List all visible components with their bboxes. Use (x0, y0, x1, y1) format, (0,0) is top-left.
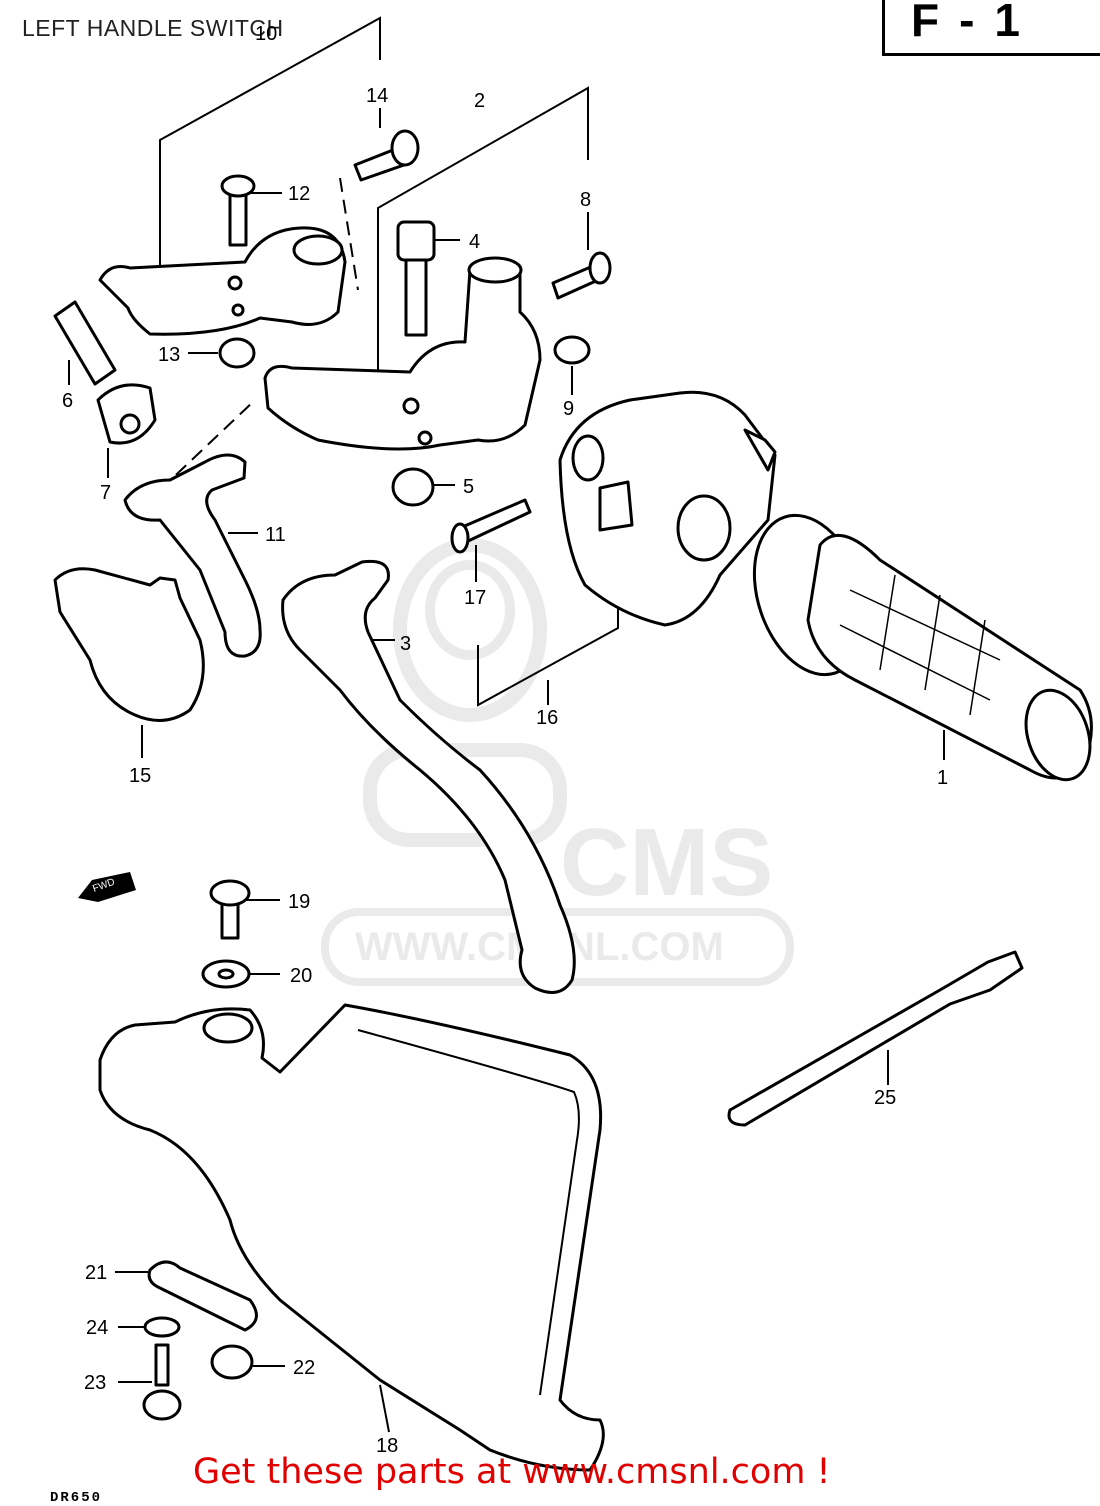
hand-guard (98, 1003, 605, 1472)
callout-1: 1 (937, 767, 948, 789)
callout-2: 2 (474, 90, 485, 112)
callout-11: 11 (265, 524, 286, 546)
watermark-brand: CMS (560, 809, 773, 916)
callout-18: 18 (376, 1435, 398, 1457)
figure-code-plate: F-1 (882, 0, 1100, 56)
brake-lever (281, 559, 576, 994)
callout-9: 9 (563, 398, 574, 420)
callout-14: 14 (366, 85, 388, 107)
forward-arrow-icon: FWD (78, 872, 136, 902)
callout-20: 20 (290, 965, 312, 987)
callout-6: 6 (62, 390, 73, 412)
bracket-21 (147, 1260, 258, 1332)
brake-lever-bracket (263, 256, 542, 451)
washer-20 (201, 959, 251, 989)
clutch-lever (123, 453, 262, 658)
screw-8 (551, 251, 612, 300)
lever-cover (53, 567, 205, 722)
callout-5: 5 (463, 476, 474, 498)
callout-12: 12 (288, 183, 310, 205)
group-brackets (159, 16, 619, 707)
callout-25: 25 (874, 1087, 896, 1109)
nut-13 (218, 337, 256, 369)
callout-15: 15 (129, 765, 151, 787)
adjuster-6 (53, 300, 117, 386)
cable-tie (727, 950, 1024, 1127)
diagram-title: LEFT HANDLE SWITCH (22, 15, 284, 41)
screw-19 (209, 879, 251, 940)
bolt-17 (450, 498, 532, 554)
callout-24: 24 (86, 1317, 108, 1339)
bottom-model-code: DR650 (50, 1490, 103, 1506)
bolt-23 (142, 1343, 182, 1421)
locknut-7 (96, 383, 157, 445)
callout-4: 4 (469, 231, 480, 253)
callout-10: 10 (255, 23, 277, 45)
callout-22: 22 (293, 1357, 315, 1379)
washer-24 (143, 1316, 181, 1338)
callout-17: 17 (464, 587, 486, 609)
nut-22 (210, 1344, 254, 1380)
callout-13: 13 (158, 344, 180, 366)
callout-19: 19 (288, 891, 310, 913)
screw-12 (220, 174, 256, 247)
footer-link-text[interactable]: Get these parts at www.cmsnl.com ! (193, 1452, 831, 1492)
callout-23: 23 (84, 1372, 106, 1394)
callout-16: 16 (536, 707, 558, 729)
screw-9 (553, 335, 591, 365)
callout-3: 3 (400, 633, 411, 655)
bolt-4 (396, 220, 436, 337)
callout-labels: 1 2 3 4 5 6 7 8 9 10 11 12 13 14 15 16 1… (62, 23, 948, 1457)
handlebar-grip (752, 513, 1093, 782)
clutch-lever-bracket (98, 226, 347, 336)
switch-housing (558, 390, 777, 627)
callout-7: 7 (100, 482, 111, 504)
leader-lines (68, 108, 945, 1433)
callout-8: 8 (580, 189, 591, 211)
callout-21: 21 (85, 1262, 107, 1284)
bolt-14 (353, 129, 420, 182)
nut-5 (391, 467, 435, 507)
